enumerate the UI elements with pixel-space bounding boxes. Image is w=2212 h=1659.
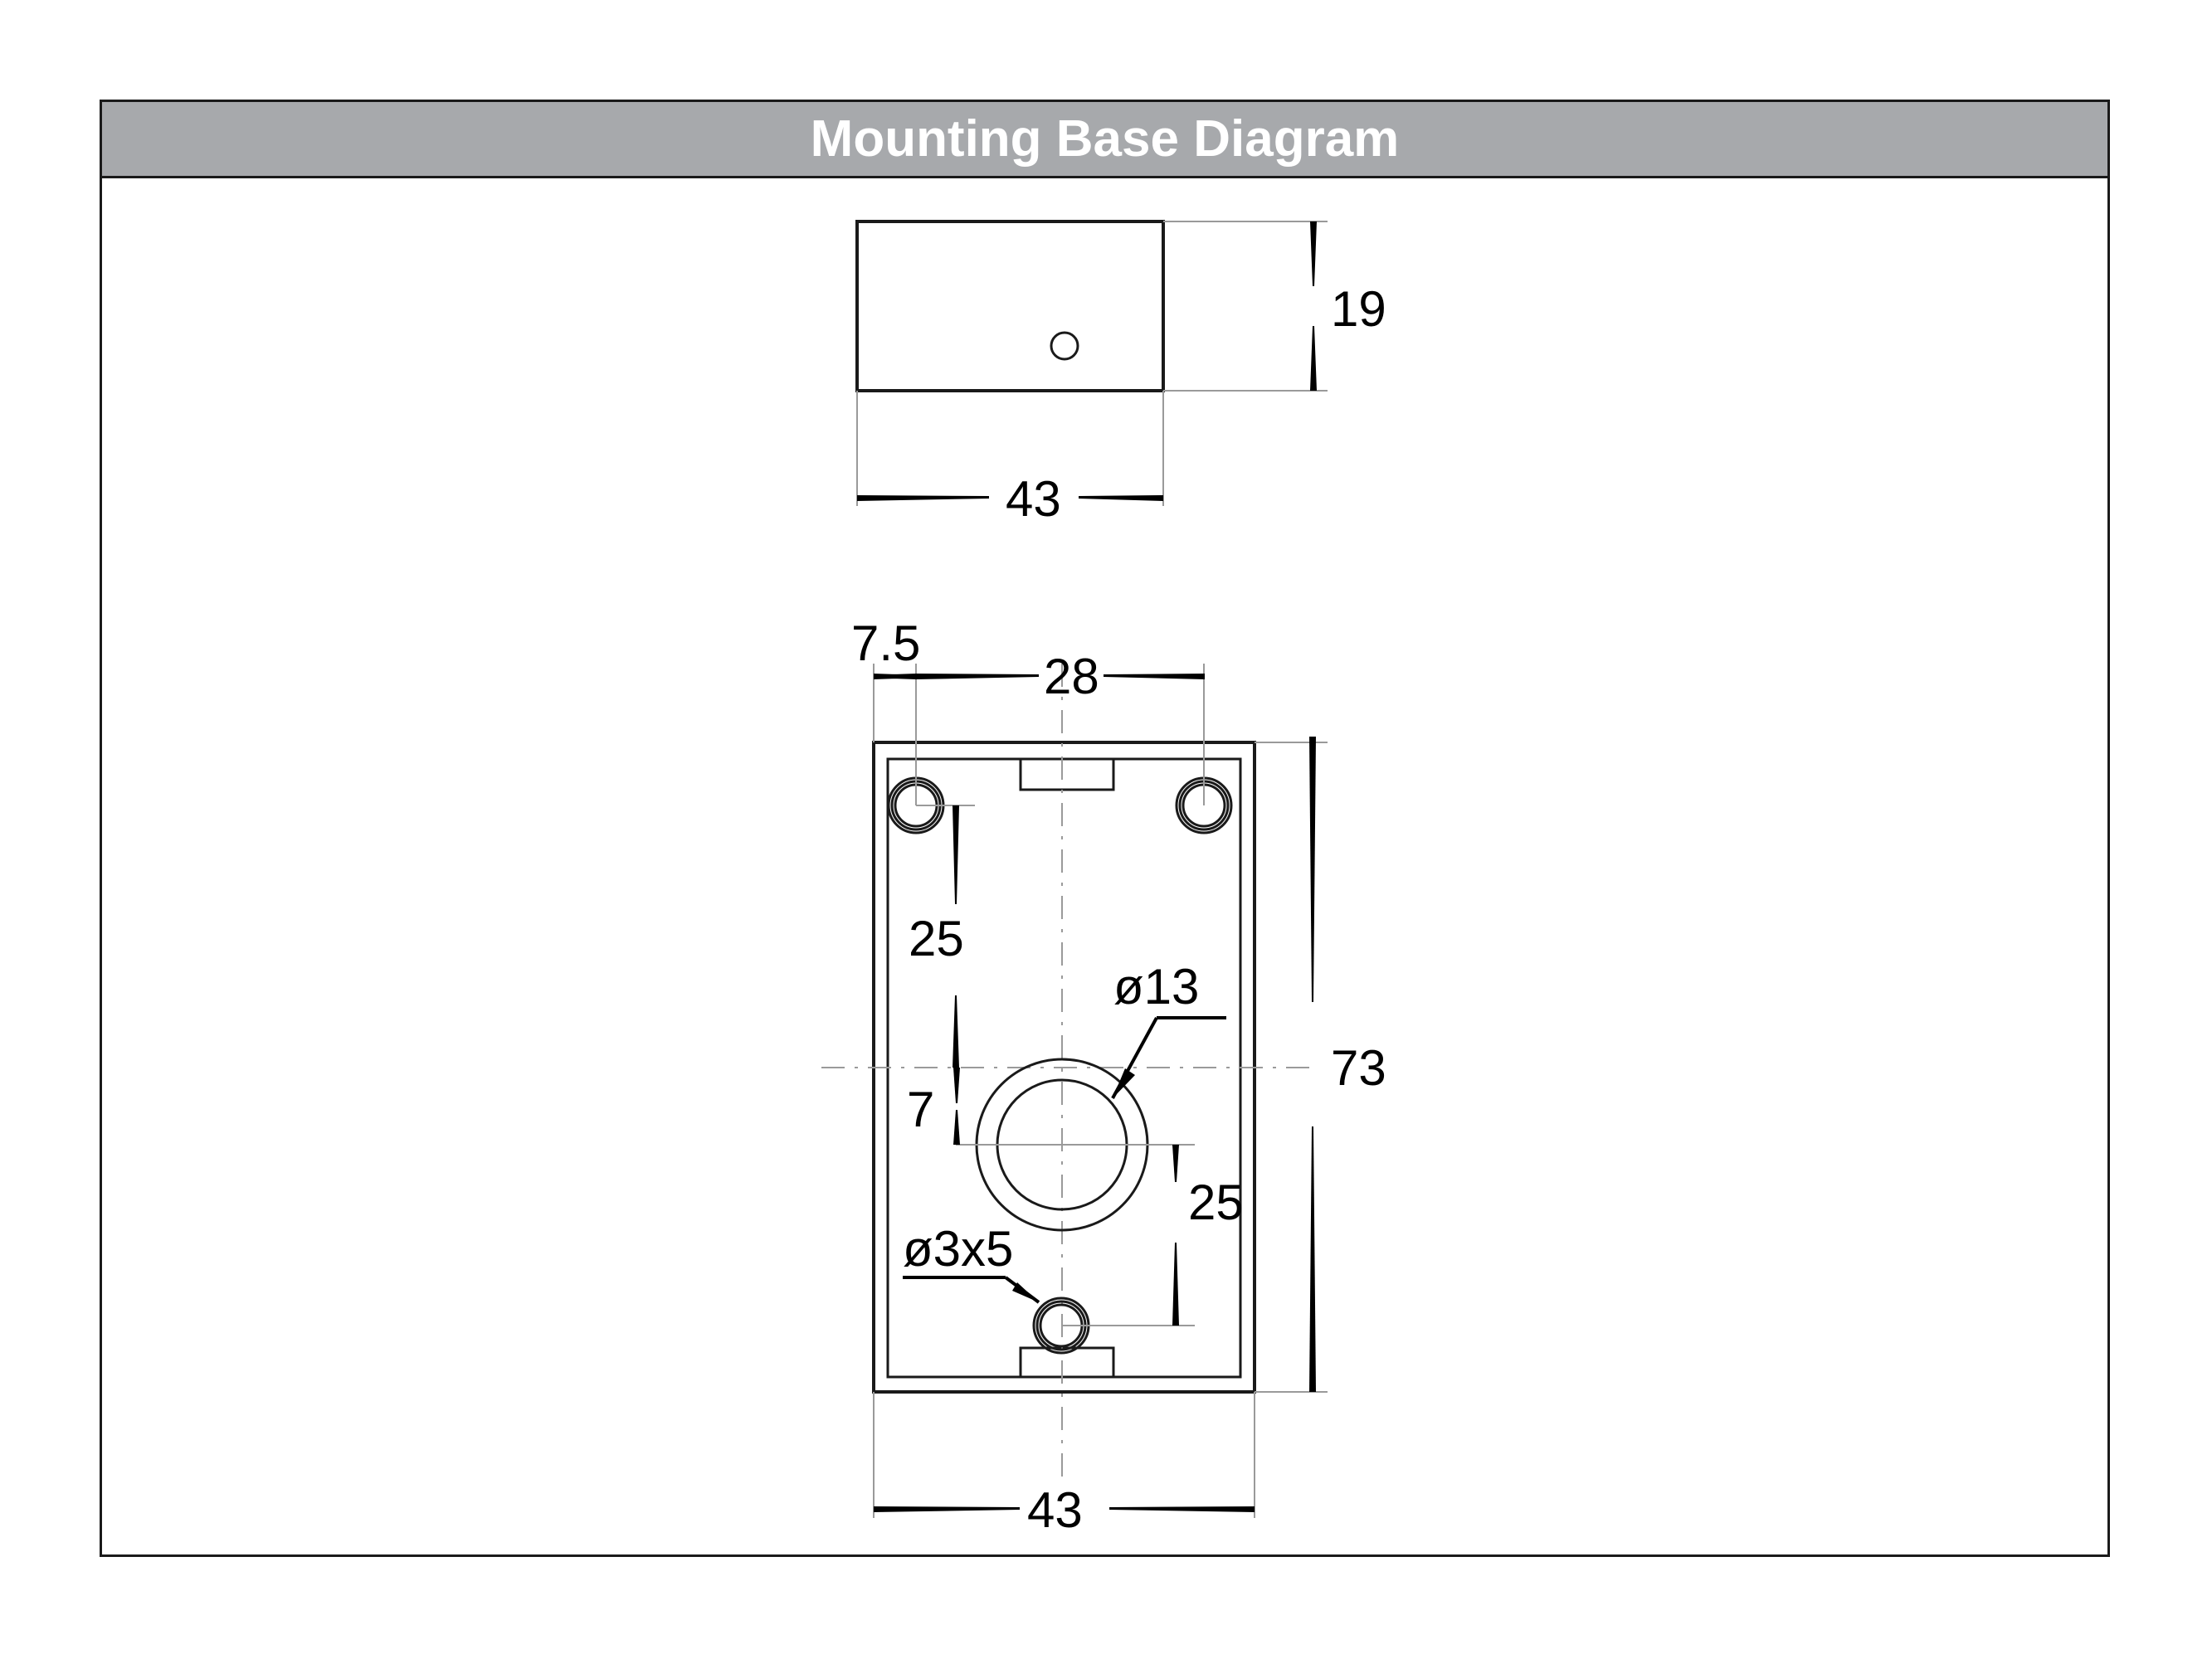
page-title: Mounting Base Diagram [810, 109, 1400, 168]
side-elevation-view [855, 220, 1165, 392]
dimension-19: 19 [1310, 221, 1386, 391]
leader-diameter-13-label: ø13 [1113, 959, 1199, 1014]
leader-diameter-3x5-label: ø3x5 [903, 1221, 1013, 1277]
dimension-7-label: 7 [907, 1082, 934, 1137]
dimension-19-label: 19 [1331, 281, 1386, 337]
dimension-43-side-label: 43 [1006, 471, 1061, 527]
leader-diameter-3x5: ø3x5 [903, 1221, 1040, 1304]
plan-view-extension-lines [873, 664, 1328, 1518]
leader-diameter-13: ø13 [1111, 959, 1226, 1099]
diagram-title-bar: Mounting Base Diagram [102, 102, 2107, 178]
dimension-25-left-label: 25 [909, 911, 964, 966]
dimension-43-plan: 43 [874, 1482, 1255, 1538]
dimension-43-side: 43 [857, 471, 1163, 527]
dimension-28-label: 28 [1044, 649, 1099, 704]
drawing-frame: Mounting Base Diagram [100, 100, 2110, 1557]
dimension-43-plan-label: 43 [1027, 1482, 1083, 1538]
side-view-extension-lines [856, 221, 1328, 506]
dimension-25-right-label: 25 [1188, 1175, 1244, 1230]
dimension-7: 7 [907, 1068, 960, 1145]
dimension-25-right: 25 [1172, 1145, 1244, 1326]
dimension-73: 73 [1309, 737, 1386, 1392]
dimension-28: 28 [916, 649, 1205, 704]
dimension-25-left: 25 [909, 805, 964, 1068]
dimension-7-5-label: 7.5 [851, 615, 920, 671]
dimension-73-label: 73 [1331, 1040, 1386, 1096]
dimension-7-5: 7.5 [851, 615, 920, 679]
